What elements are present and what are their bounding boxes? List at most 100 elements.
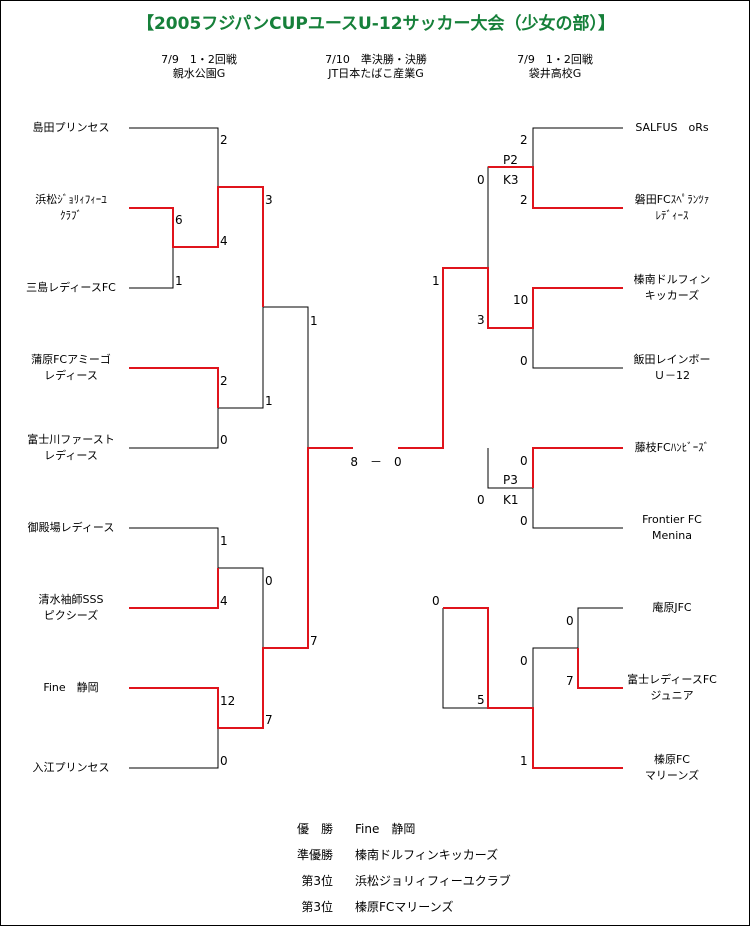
team-left-gotemba: 御殿場レディース xyxy=(1,520,141,536)
score: 7 xyxy=(566,674,574,688)
team-name-line2: ピクシーズ xyxy=(43,609,99,622)
header-left-venue: 親水公園G xyxy=(172,67,226,80)
score: 4 xyxy=(220,594,228,608)
score: 0 xyxy=(566,614,574,628)
line-l-r2top-lower xyxy=(218,307,264,409)
score: 0 xyxy=(520,654,528,668)
team-name: 御殿場レディース xyxy=(27,521,115,534)
score: 3 xyxy=(265,193,273,207)
final-score: 8 － 0 xyxy=(350,455,402,469)
line-r-salfus xyxy=(532,127,623,167)
team-left-shimada: 島田プリンセス xyxy=(1,120,141,136)
header-center-venue: JT日本たばこ産業G xyxy=(328,67,424,80)
team-name: 庵原JFC xyxy=(652,601,692,614)
team-name: SALFUS oRs xyxy=(635,121,709,134)
line-l-fine xyxy=(129,447,353,729)
score: 5 xyxy=(477,693,485,707)
team-left-irie: 入江プリンセス xyxy=(1,760,141,776)
pk-score: K1 xyxy=(503,493,519,507)
score: 0 xyxy=(520,454,528,468)
team-name-line2: レディース xyxy=(44,449,98,462)
team-left-fine: Fine 静岡 xyxy=(1,680,141,696)
score: 7 xyxy=(310,634,318,648)
team-right-haibara: 榛原FC マリーンズ xyxy=(602,752,742,784)
score: 6 xyxy=(175,213,183,227)
team-right-ihara: 庵原JFC xyxy=(602,600,742,616)
header-right: 7/9 1・2回戦 袋井高校G xyxy=(435,53,675,81)
team-name: 蒲原FCアミーゴ xyxy=(31,353,111,366)
score: 0 xyxy=(432,594,440,608)
score: 2 xyxy=(220,374,228,388)
score: 1 xyxy=(220,534,228,548)
header-right-date: 7/9 1・2回戦 xyxy=(517,53,593,66)
line-r-ihara xyxy=(577,607,623,648)
score: 0 xyxy=(477,173,485,187)
line-r-fuji-upper xyxy=(532,647,578,708)
rank-team: 浜松ジョリィフィーユクラブ xyxy=(355,874,511,888)
score: 2 xyxy=(520,193,528,207)
team-name: 島田プリンセス xyxy=(32,121,110,134)
team-name: 入江プリンセス xyxy=(32,761,110,774)
pk-score: P3 xyxy=(503,473,518,487)
header-center-date: 7/10 準決勝・決勝 xyxy=(325,53,427,66)
header-center: 7/10 準決勝・決勝 JT日本たばこ産業G xyxy=(256,53,496,81)
line-l-fujikawa xyxy=(129,408,219,449)
header-right-venue: 袋井高校G xyxy=(528,67,582,80)
line-r-r2top-upper xyxy=(487,448,533,489)
line-r-iida xyxy=(532,328,623,369)
team-right-iwata: 磐田FCｽﾍﾟﾗﾝﾂｧ ﾚﾃﾞｨｰｽ xyxy=(602,192,742,224)
page-title: 【2005フジパンCUPユースU-12サッカー大会（少女の部）】 xyxy=(136,14,616,34)
score: 0 xyxy=(265,574,273,588)
score: 1 xyxy=(175,274,183,288)
team-name: 浜松ｼﾞｮﾘｨﾌｨｰﾕ xyxy=(35,193,107,206)
team-name: Fine 静岡 xyxy=(43,681,99,694)
score: 1 xyxy=(265,394,273,408)
score: 0 xyxy=(520,514,528,528)
line-l-kanbara xyxy=(129,367,219,408)
team-right-salfus: SALFUS oRs xyxy=(602,120,742,136)
team-left-mishima: 三島レディースFC xyxy=(1,280,141,296)
team-left-hamamatsu: 浜松ｼﾞｮﾘｨﾌｨｰﾕ ｸﾗﾌﾞ xyxy=(1,192,141,224)
rank-team: 榛原FCマリーンズ xyxy=(355,900,454,914)
pk-score: P2 xyxy=(503,153,518,167)
team-name: 藤枝FCﾊﾝﾋﾞｰｽﾞ xyxy=(634,441,710,454)
team-name: Frontier FC xyxy=(642,513,702,526)
score: 10 xyxy=(513,293,529,307)
team-name-line2: マリーンズ xyxy=(644,769,700,782)
team-name: 清水袖師SSS xyxy=(38,593,104,606)
team-right-iida: 飯田レインボー Ｕ－12 xyxy=(602,352,742,384)
line-r-fujieda xyxy=(532,447,623,488)
score: 2 xyxy=(220,133,228,147)
team-name-line2: ジュニア xyxy=(650,689,694,702)
header-left-date: 7/9 1・2回戦 xyxy=(161,53,237,66)
score: 7 xyxy=(265,713,273,727)
score: 3 xyxy=(477,313,485,327)
score: 2 xyxy=(520,133,528,147)
score: 12 xyxy=(220,694,236,708)
team-name: 榛原FC xyxy=(653,753,690,766)
score: 0 xyxy=(477,493,485,507)
pk-score: K3 xyxy=(503,173,519,187)
score: 1 xyxy=(310,314,318,328)
team-name-line2: レディース xyxy=(44,369,98,382)
line-r-fuji xyxy=(577,648,623,689)
score: 0 xyxy=(520,354,528,368)
team-left-kanbara: 蒲原FCアミーゴ レディース xyxy=(1,352,141,384)
line-l-shimizu xyxy=(129,568,219,609)
score: 1 xyxy=(520,754,528,768)
team-name: 三島レディースFC xyxy=(26,281,116,294)
team-name: 富士レディースFC xyxy=(627,673,717,686)
rank-label: 第3位 xyxy=(301,900,333,914)
rank-label: 優 勝 xyxy=(296,822,333,836)
team-right-kinan: 榛南ドルフィン キッカーズ xyxy=(602,272,742,304)
line-l-irie xyxy=(129,728,219,769)
team-name: 磐田FCｽﾍﾟﾗﾝﾂｧ xyxy=(634,193,710,206)
line-l-r2bot-upper xyxy=(218,567,264,648)
score: 4 xyxy=(220,234,228,248)
rank-label: 準優勝 xyxy=(296,848,333,862)
team-name: 富士川ファースト xyxy=(27,433,115,446)
team-name-line2: ｸﾗﾌﾞ xyxy=(60,209,82,222)
line-r-frontier xyxy=(532,488,623,529)
